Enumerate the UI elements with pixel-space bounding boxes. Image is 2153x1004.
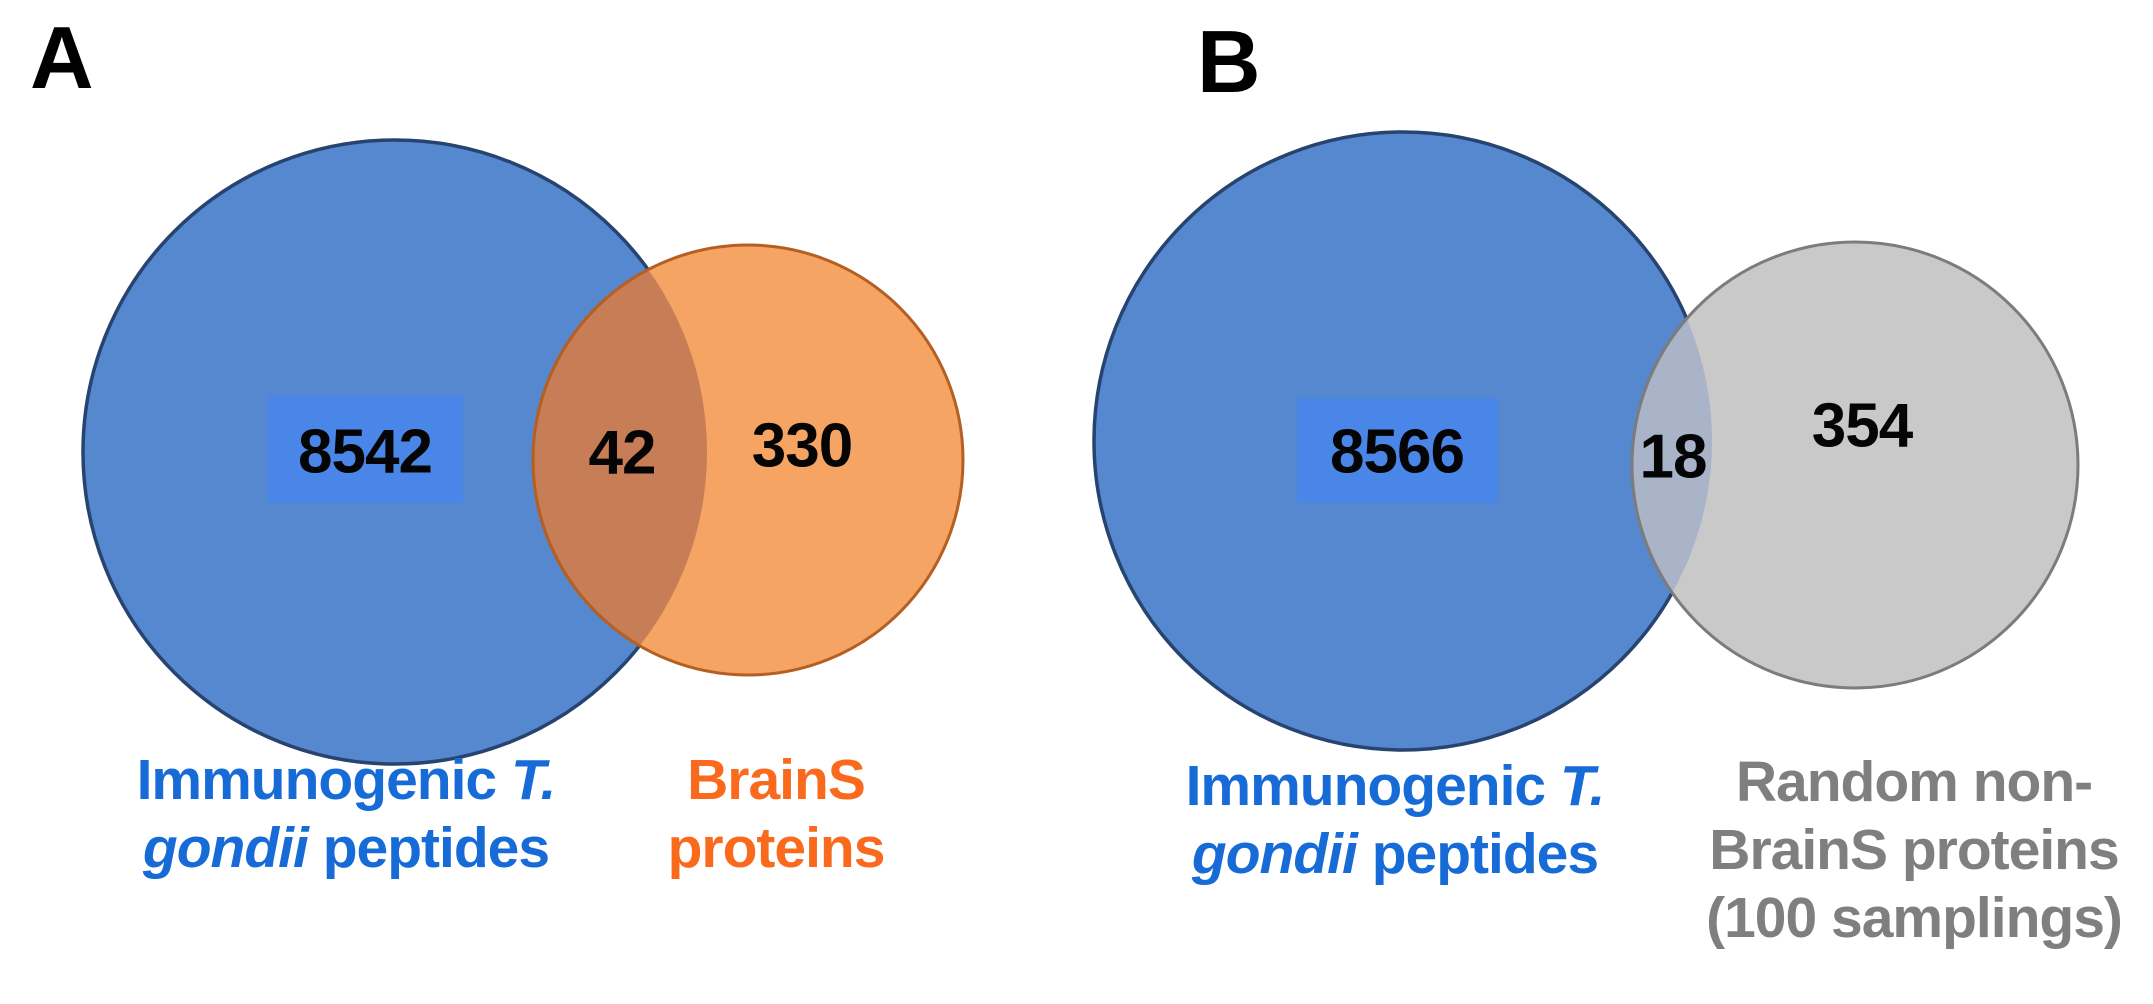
label-blue-set-b: Immunogenic T. gondii peptides — [1185, 752, 1606, 888]
count-blue-only-b: 8566 — [1330, 417, 1465, 487]
label-text: peptides — [322, 816, 550, 880]
count-overlap-a: 42 — [588, 418, 657, 488]
overlap-lens-a — [531, 243, 707, 677]
label-line: Immunogenic T. — [1185, 752, 1606, 820]
label-line: proteins — [667, 816, 886, 880]
label-gray-set-b: Random non- BrainS proteins (100 samplin… — [1706, 748, 2123, 952]
label-line: gondii peptides — [137, 814, 556, 882]
count-gray-only-b: 354 — [1811, 391, 1913, 461]
count-orange-only-a: 330 — [751, 411, 853, 481]
count-overlap-b: 18 — [1639, 422, 1708, 492]
venn-panel-b — [1092, 130, 2080, 752]
panel-letter-a: A — [30, 8, 94, 107]
label-line: BrainS — [687, 748, 866, 812]
label-line: Random non- — [1735, 750, 2093, 814]
label-text: Immunogenic — [136, 748, 498, 812]
count-highlight-box-a — [267, 395, 463, 503]
label-line: gondii peptides — [1186, 820, 1605, 888]
overlap-lens-b — [1630, 240, 1712, 690]
label-text: Immunogenic — [1185, 754, 1547, 818]
count-highlight-box-b — [1297, 398, 1498, 503]
overlap-region-b — [1630, 240, 1712, 690]
label-text-italic: T. — [1559, 754, 1605, 818]
label-text: peptides — [1371, 822, 1599, 886]
label-blue-set-a: Immunogenic T. gondii peptides — [136, 746, 557, 882]
label-line: (100 samplings) — [1706, 886, 2123, 950]
label-text-italic: T. — [510, 748, 556, 812]
count-blue-only-a: 8542 — [298, 417, 433, 487]
label-text-italic: gondii — [1191, 822, 1358, 886]
venn-panel-a — [81, 138, 965, 766]
label-text-italic: gondii — [142, 816, 309, 880]
panel-letter-b: B — [1197, 12, 1261, 111]
label-orange-set-a: BrainS proteins — [667, 746, 886, 882]
label-line: Immunogenic T. — [136, 746, 557, 814]
overlap-region-a — [531, 243, 707, 677]
label-line: BrainS proteins — [1709, 818, 2119, 882]
